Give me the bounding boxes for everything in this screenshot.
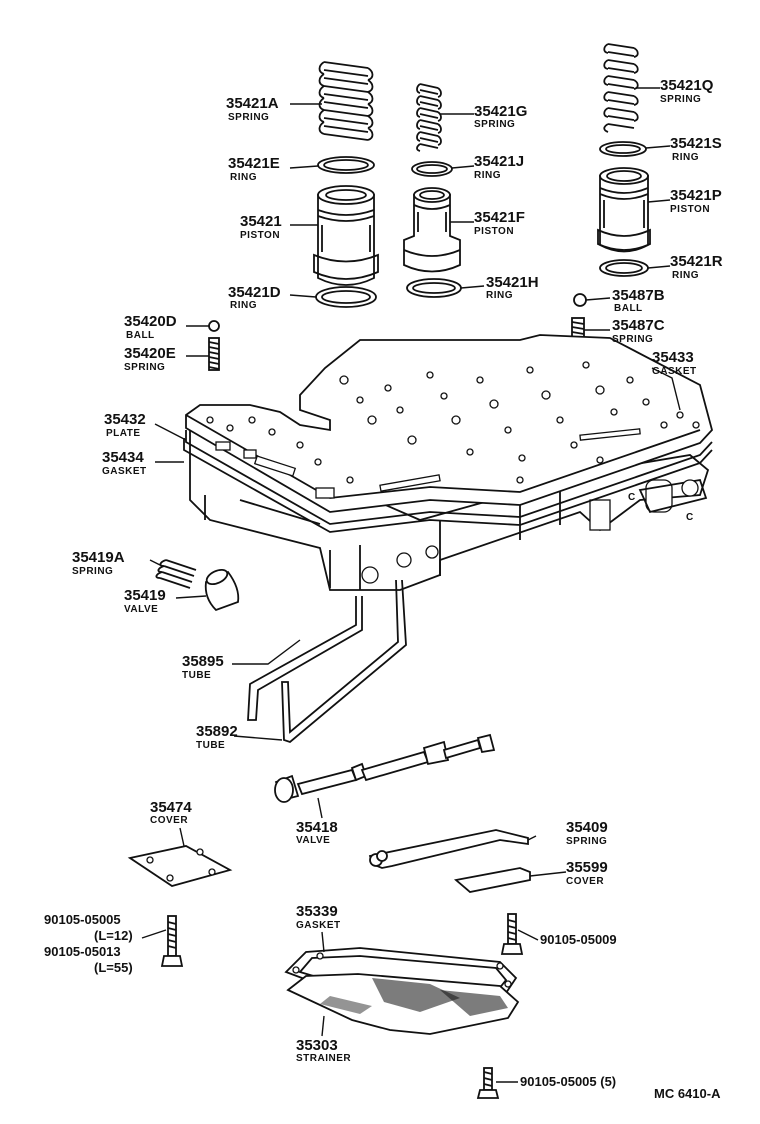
label-35419-name: VALVE	[124, 604, 158, 615]
piston-35421F	[403, 187, 461, 273]
spring-35419A	[155, 559, 197, 589]
label-35895-number: 35895	[182, 653, 224, 670]
label-35420E-number: 35420E	[124, 345, 176, 362]
label-35418-name: VALVE	[296, 835, 330, 846]
label-35434-number: 35434	[102, 449, 144, 466]
cover-35474	[127, 845, 233, 887]
label-35421S-number: 35421S	[670, 135, 722, 152]
valve-35418	[274, 733, 496, 803]
label-35303-name: STRAINER	[296, 1053, 351, 1064]
valve-body-assembly: C C	[183, 334, 713, 591]
label-35421P-number: 35421P	[670, 187, 722, 204]
spring-35421Q	[603, 43, 639, 133]
label-35420D-number: 35420D	[124, 313, 177, 330]
label-35432-number: 35432	[104, 411, 146, 428]
spring-35420E	[208, 337, 220, 371]
label-35599-name: COVER	[566, 876, 604, 887]
label-35421E-number: 35421E	[228, 155, 280, 172]
label-35487C-number: 35487C	[612, 317, 665, 334]
label-35421A-name: SPRING	[228, 112, 269, 123]
cover-35599	[453, 867, 531, 893]
label-35433-name: GASKET	[652, 366, 697, 377]
label-35419-number: 35419	[124, 587, 166, 604]
diagram-reference: MC 6410-A	[654, 1086, 721, 1101]
label-35303-number: 35303	[296, 1037, 338, 1054]
label-35409-number: 35409	[566, 819, 608, 836]
strainer-35303	[286, 973, 520, 1035]
svg-text:C: C	[686, 512, 694, 523]
bolt-bottom	[476, 1067, 500, 1099]
spring-35409	[368, 829, 529, 869]
label-bolt-b-number: 90105-05013	[44, 944, 121, 959]
label-35421S-name: RING	[672, 152, 699, 163]
label-35421P-name: PISTON	[670, 204, 710, 215]
ring-35421D	[315, 286, 377, 308]
label-35421-number: 35421	[240, 213, 282, 230]
label-35418-number: 35418	[296, 819, 338, 836]
label-35487C-name: SPRING	[612, 334, 653, 345]
ring-35421H	[406, 278, 462, 298]
label-35487B-number: 35487B	[612, 287, 665, 304]
label-35420D-name: BALL	[126, 330, 155, 341]
label-35433-number: 35433	[652, 349, 694, 366]
label-35421D-name: RING	[230, 300, 257, 311]
valve-35419	[204, 568, 240, 612]
label-35599-number: 35599	[566, 859, 608, 876]
spring-35487C	[571, 317, 585, 341]
ball-35420D	[208, 320, 220, 332]
label-35895-name: TUBE	[182, 670, 211, 681]
label-35474-name: COVER	[150, 815, 188, 826]
label-35487B-name: BALL	[614, 303, 643, 314]
spring-35421G	[416, 83, 442, 152]
label-35339-number: 35339	[296, 903, 338, 920]
label-35892-number: 35892	[196, 723, 238, 740]
label-35421A-number: 35421A	[226, 95, 279, 112]
label-35421D-number: 35421D	[228, 284, 281, 301]
label-35421Q-name: SPRING	[660, 94, 701, 105]
svg-text:C: C	[628, 492, 636, 503]
label-35421H-number: 35421H	[486, 274, 539, 291]
label-35409-name: SPRING	[566, 836, 607, 847]
label-35339-name: GASKET	[296, 920, 341, 931]
label-35421J-name: RING	[474, 170, 501, 181]
label-bolt-a-number: 90105-05005	[44, 912, 121, 927]
tube-35892	[281, 579, 407, 744]
label-bolt-b-qualifier: (L=55)	[94, 960, 133, 975]
label-bolt-a-qualifier: (L=12)	[94, 928, 133, 943]
callout-labels: 35421A SPRING 35421E RING 35421 PISTON 3…	[44, 77, 723, 1101]
label-35434-name: GASKET	[102, 466, 147, 477]
label-35421F-number: 35421F	[474, 209, 525, 226]
tube-35895	[247, 596, 363, 721]
label-35892-name: TUBE	[196, 740, 225, 751]
plate-holes	[206, 361, 700, 499]
label-bolt-d-number: 90105-05005 (5)	[520, 1074, 616, 1089]
label-35421R-name: RING	[672, 270, 699, 281]
label-35419A-name: SPRING	[72, 566, 113, 577]
label-35421J-number: 35421J	[474, 153, 524, 170]
label-35421R-number: 35421R	[670, 253, 723, 270]
label-35474-number: 35474	[150, 799, 192, 816]
label-35421-name: PISTON	[240, 230, 280, 241]
label-35432-name: PLATE	[106, 428, 141, 439]
label-35421F-name: PISTON	[474, 226, 514, 237]
label-35419A-number: 35419A	[72, 549, 125, 566]
piston-35421	[313, 185, 379, 286]
piston-35421P	[597, 167, 651, 253]
spring-35421A	[318, 61, 374, 141]
bolt-right	[500, 913, 524, 955]
label-35421G-number: 35421G	[474, 103, 527, 120]
label-bolt-c-number: 90105-05009	[540, 932, 617, 947]
label-35421Q-number: 35421Q	[660, 77, 714, 94]
label-35421H-name: RING	[486, 290, 513, 301]
ball-35487B	[573, 293, 587, 307]
bolt-left	[160, 915, 184, 967]
label-35420E-name: SPRING	[124, 362, 165, 373]
leader-lines	[141, 87, 681, 1083]
label-35421E-name: RING	[230, 172, 257, 183]
label-35421G-name: SPRING	[474, 119, 515, 130]
